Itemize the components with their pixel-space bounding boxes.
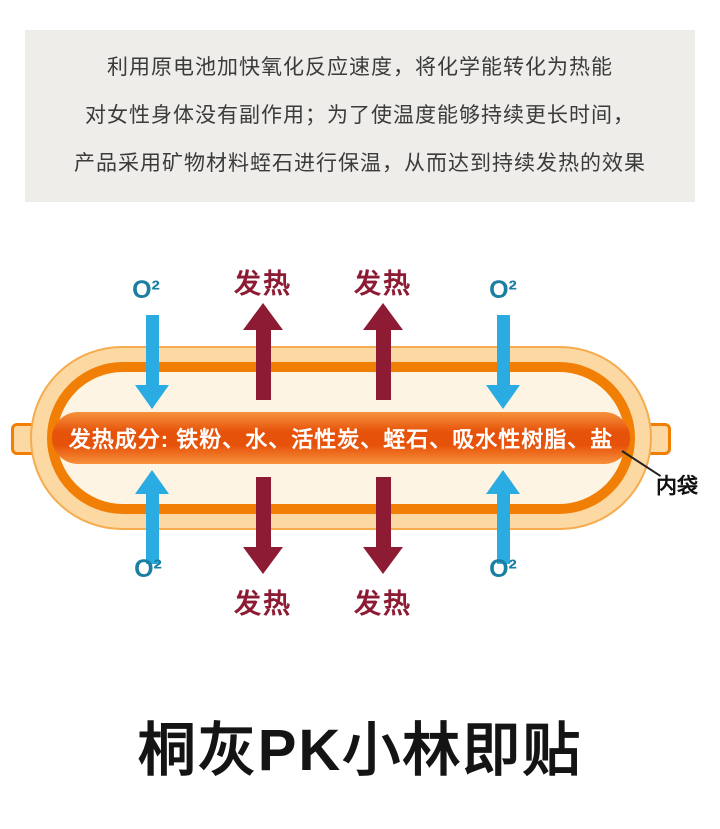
intro-line-1: 利用原电池加快氧化反应速度，将化学能转化为热能 — [107, 56, 613, 79]
product-title: 桐灰PK小林即贴 — [137, 718, 583, 783]
intro-line-2: 对女性身体没有副作用；为了使温度能够持续更长时间， — [85, 104, 635, 127]
arrow-head — [486, 385, 520, 409]
oxygen-arrow-down-icon — [486, 315, 520, 409]
arrow-head — [363, 303, 403, 330]
oxygen-label-top-left: O² — [132, 276, 160, 304]
heat-label-top-left: 发热 — [234, 269, 292, 299]
arrow-shaft — [496, 494, 510, 564]
oxygen-label-bottom-right: O² — [489, 555, 517, 583]
oxygen-arrow-up-icon — [135, 470, 169, 564]
arrow-shaft — [375, 477, 391, 547]
arrow-head — [243, 303, 283, 330]
arrow-shaft — [496, 315, 510, 385]
heat-label-bottom-right: 发热 — [354, 589, 412, 619]
arrow-shaft — [145, 494, 159, 564]
intro-panel: 利用原电池加快氧化反应速度，将化学能转化为热能 对女性身体没有副作用；为了使温度… — [25, 30, 695, 202]
arrow-head — [486, 470, 520, 494]
arrow-shaft — [375, 330, 391, 400]
arrow-shaft — [145, 315, 159, 385]
heat-arrow-up-icon — [243, 303, 283, 400]
oxygen-arrow-up-icon — [486, 470, 520, 564]
heating-core: 发热成分: 铁粉、水、活性炭、蛭石、吸水性树脂、盐 — [52, 412, 630, 464]
heat-arrow-down-icon — [363, 477, 403, 574]
arrow-shaft — [255, 477, 271, 547]
arrow-shaft — [255, 330, 271, 400]
arrow-head — [135, 385, 169, 409]
oxygen-label-top-right: O² — [489, 276, 517, 304]
oxygen-arrow-down-icon — [135, 315, 169, 409]
oxygen-label-bottom-left: O² — [134, 555, 162, 583]
ingredients-text: 发热成分: 铁粉、水、活性炭、蛭石、吸水性树脂、盐 — [68, 427, 614, 452]
inner-bag-label: 内袋 — [656, 475, 698, 498]
heat-label-top-right: 发热 — [354, 269, 412, 299]
arrow-head — [135, 470, 169, 494]
arrow-head — [363, 547, 403, 574]
heat-label-bottom-left: 发热 — [234, 589, 292, 619]
heat-arrow-down-icon — [243, 477, 283, 574]
arrow-head — [243, 547, 283, 574]
intro-line-3: 产品采用矿物材料蛭石进行保温，从而达到持续发热的效果 — [74, 152, 646, 175]
heat-arrow-up-icon — [363, 303, 403, 400]
